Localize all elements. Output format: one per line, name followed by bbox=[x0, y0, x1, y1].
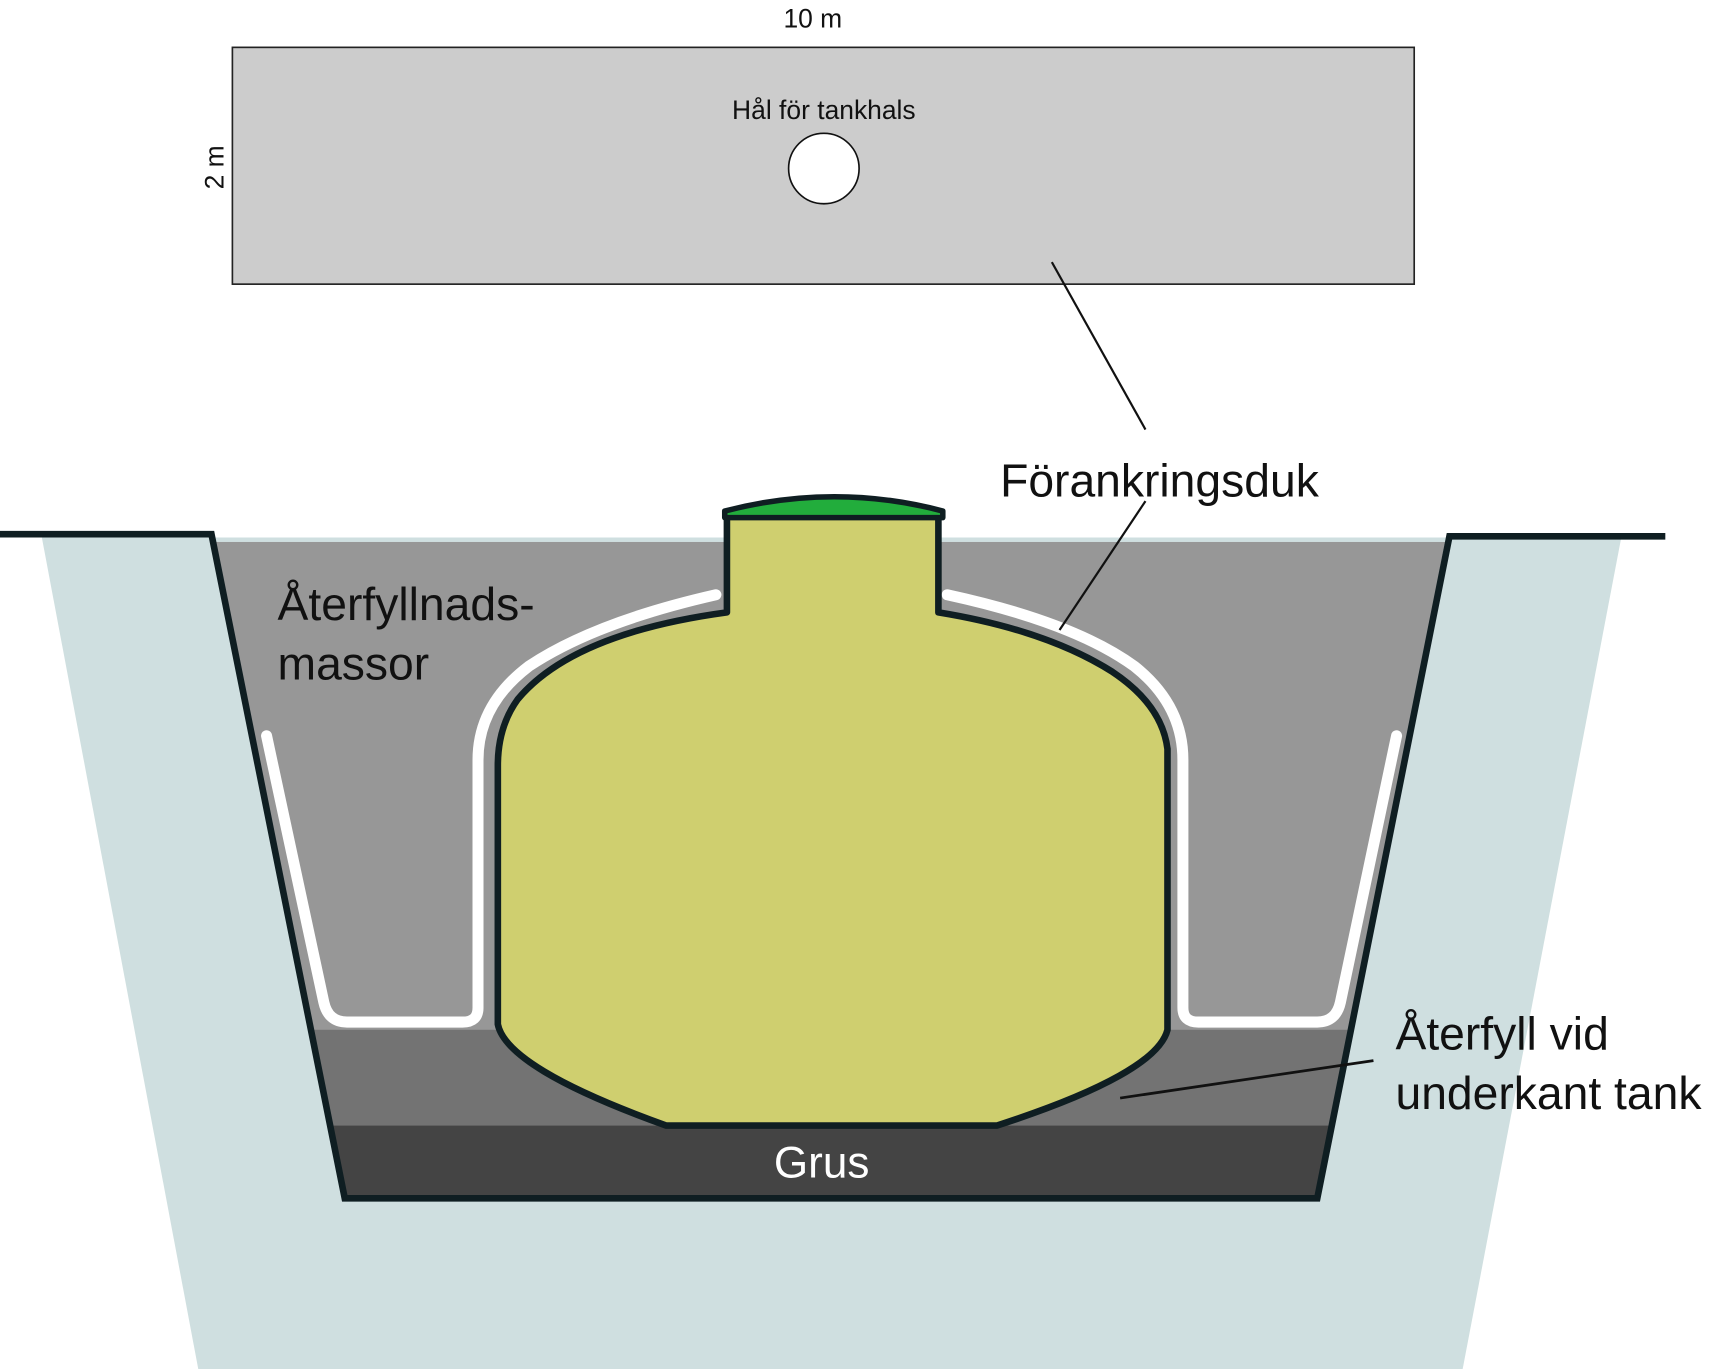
tank bbox=[494, 509, 1171, 1129]
bottom-backfill-label-line2: underkant tank bbox=[1395, 1067, 1702, 1119]
leader-line-fabric bbox=[1058, 500, 1147, 631]
sheet-width-label: 10 m bbox=[783, 4, 842, 34]
leader-line-sheet bbox=[1050, 261, 1147, 431]
gravel-layer bbox=[215, 1125, 1446, 1199]
backfill-label-line1: Återfyllnads- bbox=[278, 578, 535, 630]
tank-neck-hole bbox=[787, 132, 860, 205]
leader-line-bottom-backfill bbox=[1119, 1059, 1374, 1100]
backfill-label-line2: massor bbox=[278, 638, 430, 690]
hole-label: Hål för tankhals bbox=[732, 95, 916, 125]
gravel-label: Grus bbox=[774, 1138, 869, 1187]
anchoring-fabric-label: Förankringsduk bbox=[1000, 455, 1320, 507]
sheet-height-label: 2 m bbox=[200, 145, 230, 189]
bottom-backfill-label-line1: Återfyll vid bbox=[1395, 1008, 1608, 1060]
trench-outline bbox=[0, 530, 1666, 1202]
tank-cap bbox=[721, 494, 946, 521]
